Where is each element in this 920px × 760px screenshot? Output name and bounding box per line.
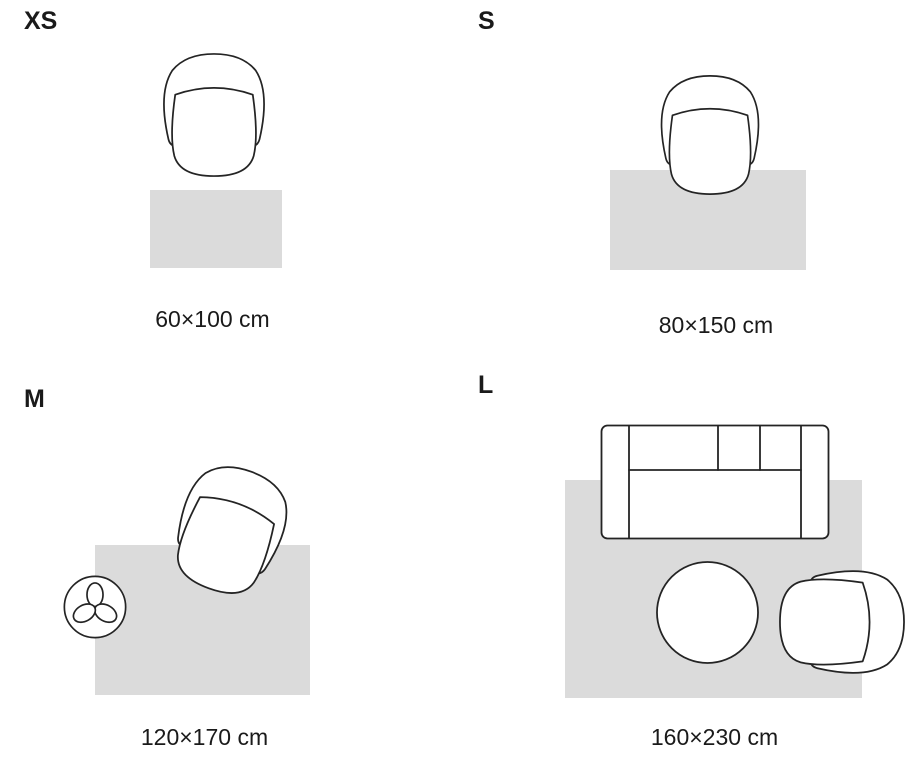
armchair-icon <box>153 52 275 178</box>
sofa-icon <box>600 424 830 540</box>
size-label-xs: XS <box>24 7 58 35</box>
size-label-s: S <box>478 7 495 35</box>
size-caption-xs: 60×100 cm <box>155 306 270 332</box>
size-label-l: L <box>478 371 494 399</box>
size-caption-m: 120×170 cm <box>140 724 269 750</box>
armchair-icon <box>778 562 906 682</box>
coffee-table-icon <box>655 560 760 665</box>
plant-icon <box>62 574 128 640</box>
size-caption-s: 80×150 cm <box>658 312 774 338</box>
size-caption-l: 160×230 cm <box>650 724 779 750</box>
armchair-icon <box>652 74 768 196</box>
rug-swatch-xs <box>150 190 282 268</box>
size-label-m: M <box>24 385 45 413</box>
